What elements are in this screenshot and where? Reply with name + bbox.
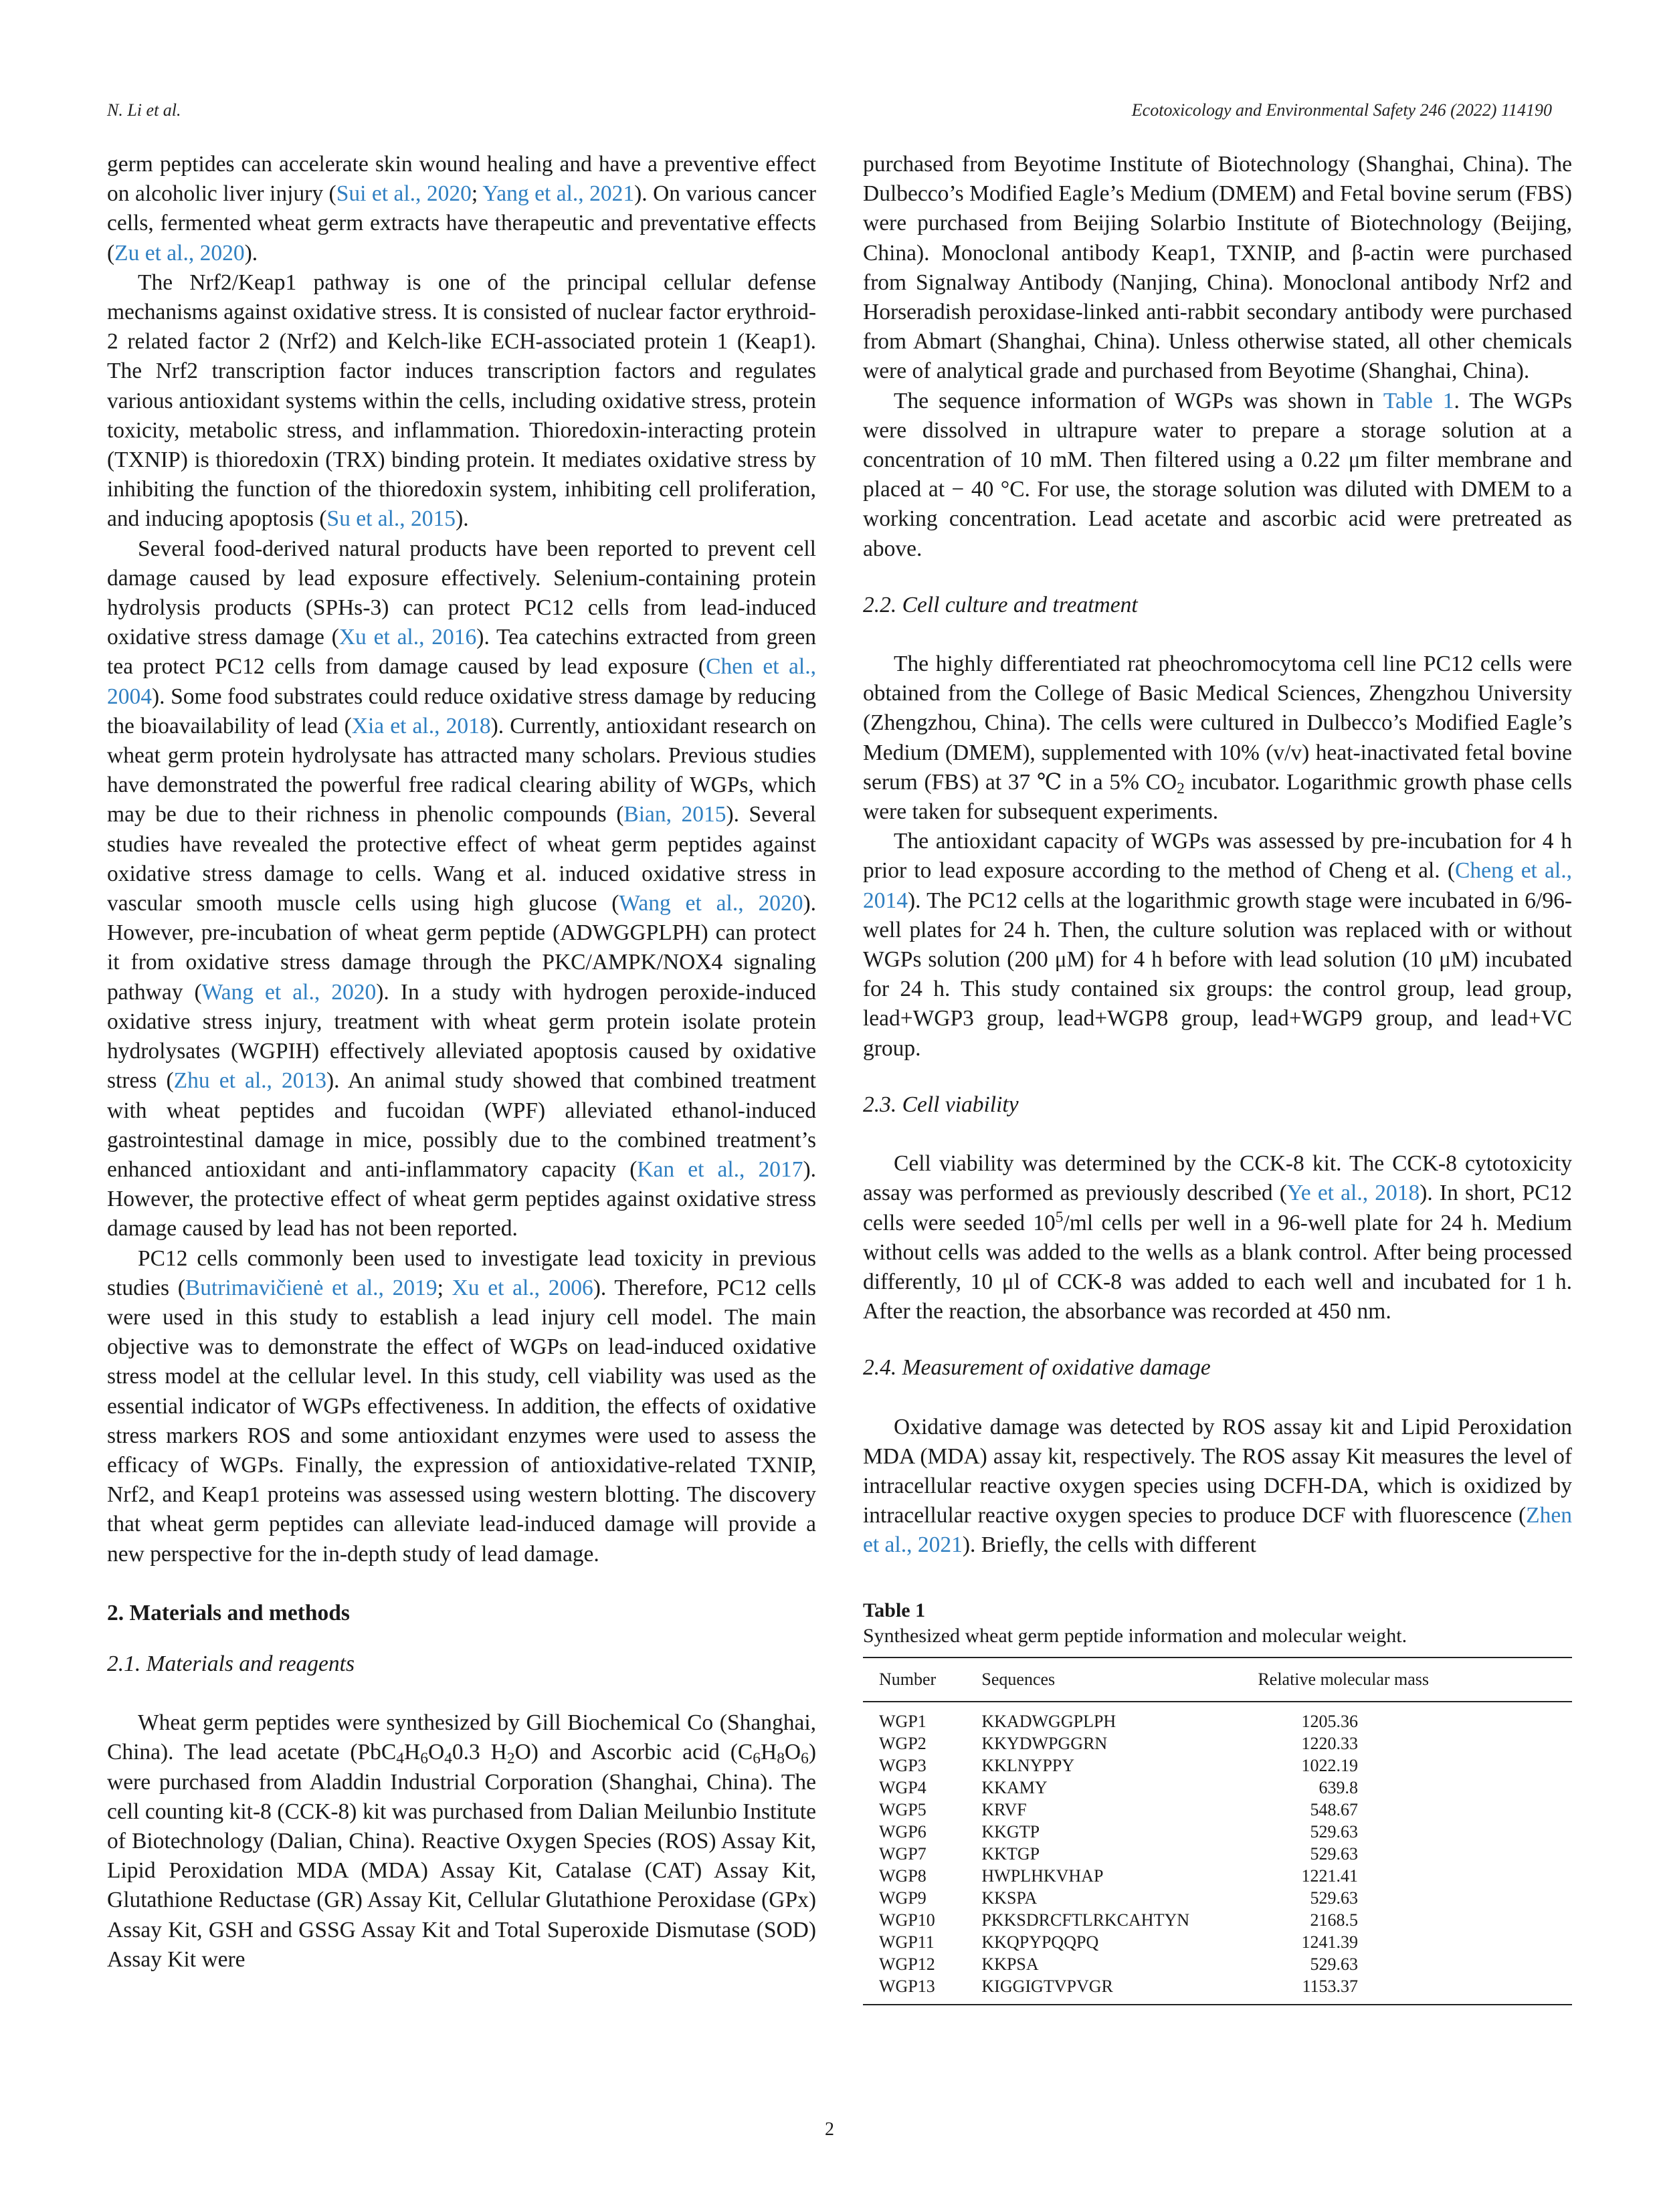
citation-link[interactable]: Butrimavičienė et al., 2019	[185, 1275, 437, 1300]
table-row: WGP5 KRVF 548.67	[863, 1799, 1572, 1821]
citation-link[interactable]: Sui et al., 2020	[336, 181, 472, 207]
citation-link[interactable]: Yang et al., 2021	[482, 181, 635, 207]
citation-link[interactable]: Bian, 2015	[623, 802, 726, 827]
table-row: WGP11 KKQPYPQQPQ 1241.39	[863, 1931, 1572, 1953]
table-row: WGP6 KKGTP 529.63	[863, 1821, 1572, 1843]
subsection-heading-oxidative-damage: 2.4. Measurement of oxidative damage	[863, 1355, 1211, 1381]
citation-link[interactable]: Wang et al., 2020	[619, 891, 803, 916]
right-column: purchased from Beyotime Institute of Bio…	[863, 150, 1572, 2005]
running-header-journal: Ecotoxicology and Environmental Safety 2…	[1131, 100, 1552, 120]
sequence-cell: KRVF	[981, 1799, 1027, 1819]
citation-link[interactable]: Xu et al., 2016	[338, 625, 477, 650]
paragraph-intro-continued: germ peptides can accelerate skin wound …	[107, 152, 816, 266]
paragraph-antioxidant-capacity: The antioxidant capacity of WGPs was ass…	[863, 829, 1572, 1061]
mass-cell: 1220.33	[1301, 1733, 1359, 1753]
number-cell: WGP2	[879, 1733, 926, 1753]
table-row: WGP4 KKAMY 639.8	[863, 1777, 1572, 1799]
table-row: WGP8 HWPLHKVHAP 1221.41	[863, 1865, 1572, 1887]
subsection-heading-cell-viability: 2.3. Cell viability	[863, 1092, 1019, 1117]
subsection-heading-cell-culture: 2.2. Cell culture and treatment	[863, 592, 1138, 617]
sequence-cell: KKLNYPPY	[981, 1755, 1075, 1775]
table-header-row: Number Sequences Relative molecular mass	[863, 1656, 1572, 1702]
citation-link[interactable]: Zu et al., 2020	[114, 240, 245, 266]
column-header-number: Number	[863, 1656, 966, 1702]
paragraph-materials-continued: purchased from Beyotime Institute of Bio…	[863, 152, 1572, 384]
citation-link[interactable]: Cheng et al., 2014	[863, 858, 1572, 913]
number-cell: WGP12	[879, 1954, 935, 1974]
sequence-cell: KKGTP	[981, 1821, 1040, 1841]
citation-link[interactable]: Kan et al., 2017	[637, 1157, 803, 1182]
mass-cell: 1241.39	[1301, 1932, 1359, 1952]
citation-link[interactable]: Su et al., 2015	[326, 506, 456, 532]
table-row: WGP7 KKTGP 529.63	[863, 1843, 1572, 1865]
paragraph-materials: Wheat germ peptides were synthesized by …	[107, 1710, 816, 1972]
citation-link[interactable]: Wang et al., 2020	[201, 979, 377, 1005]
number-cell: WGP1	[879, 1711, 926, 1731]
mass-cell: 1022.19	[1301, 1755, 1359, 1775]
table-row: WGP9 KKSPA 529.63	[863, 1887, 1572, 1909]
mass-cell: 639.8	[1319, 1777, 1359, 1797]
paragraph-food-derived-products: Several food-derived natural products ha…	[107, 536, 816, 1241]
number-cell: WGP5	[879, 1799, 926, 1819]
table-reference-link[interactable]: Table 1	[1383, 388, 1454, 413]
citation-link[interactable]: Xia et al., 2018	[351, 713, 491, 738]
citation-link[interactable]: Ye et al., 2018	[1286, 1181, 1420, 1206]
mass-cell: 2168.5	[1310, 1910, 1359, 1930]
mass-cell: 1153.37	[1242, 1975, 1572, 2005]
sequence-cell: KKAMY	[981, 1777, 1048, 1797]
number-cell: WGP8	[879, 1866, 926, 1886]
running-header-authors: N. Li et al.	[107, 100, 181, 120]
table-row: WGP1 KKADWGGPLPH 1205.36	[863, 1702, 1572, 1732]
table-row: WGP10 PKKSDRCFTLRKCAHTYN 2168.5	[863, 1909, 1572, 1931]
paragraph-cell-viability: Cell viability was determined by the CCK…	[863, 1151, 1572, 1324]
mass-cell: 1221.41	[1301, 1866, 1359, 1886]
number-cell: WGP3	[879, 1755, 926, 1775]
sequence-cell: KKYDWPGGRN	[981, 1733, 1108, 1753]
sequence-cell: HWPLHKVHAP	[981, 1866, 1104, 1886]
mass-cell: 1205.36	[1301, 1711, 1359, 1731]
sequence-cell: KIGGIGTVPVGR	[965, 1975, 1242, 2005]
sequence-cell: KKSPA	[981, 1888, 1038, 1908]
subsection-heading-materials-reagents: 2.1. Materials and reagents	[107, 1651, 355, 1676]
number-cell: WGP10	[879, 1910, 935, 1930]
mass-cell: 529.63	[1310, 1821, 1359, 1841]
citation-link[interactable]: Zhen et al., 2021	[863, 1503, 1572, 1558]
paragraph-pc12-cells: PC12 cells commonly been used to investi…	[107, 1245, 816, 1567]
number-cell: WGP6	[879, 1821, 926, 1841]
paragraph-nrf2-keap1: The Nrf2/Keap1 pathway is one of the pri…	[107, 270, 816, 532]
paragraph-wgp-sequence: The sequence information of WGPs was sho…	[863, 388, 1572, 561]
sequence-cell: KKQPYPQQPQ	[981, 1932, 1099, 1952]
column-header-mass: Relative molecular mass	[1242, 1656, 1572, 1702]
number-cell: WGP4	[879, 1777, 926, 1797]
mass-cell: 529.63	[1310, 1843, 1359, 1864]
number-cell: WGP11	[879, 1932, 935, 1952]
citation-link[interactable]: Xu et al., 2006	[452, 1275, 593, 1300]
peptide-table: Number Sequences Relative molecular mass…	[863, 1656, 1572, 2005]
citation-link[interactable]: Chen et al., 2004	[107, 654, 816, 709]
number-cell: WGP9	[879, 1888, 926, 1908]
paragraph-cell-culture: The highly differentiated rat pheochromo…	[863, 651, 1572, 825]
table-row: WGP12 KKPSA 529.63	[863, 1953, 1572, 1975]
page-number: 2	[825, 2119, 834, 2140]
section-heading-materials-methods: 2. Materials and methods	[107, 1600, 350, 1625]
table-title: Table 1	[863, 1599, 926, 1621]
sequence-cell: KKPSA	[981, 1954, 1039, 1974]
column-header-sequences: Sequences	[965, 1656, 1242, 1702]
number-cell: WGP7	[879, 1843, 926, 1864]
table-row: WGP3 KKLNYPPY 1022.19	[863, 1754, 1572, 1777]
citation-link[interactable]: Zhu et al., 2013	[173, 1068, 326, 1094]
mass-cell: 529.63	[1310, 1954, 1359, 1974]
paragraph-oxidative-damage: Oxidative damage was detected by ROS ass…	[863, 1414, 1572, 1558]
sequence-cell: KKTGP	[981, 1843, 1040, 1864]
number-cell: WGP13	[863, 1975, 966, 2005]
table-row: WGP2 KKYDWPGGRN 1220.33	[863, 1732, 1572, 1754]
sequence-cell: KKADWGGPLPH	[981, 1711, 1116, 1731]
left-column: germ peptides can accelerate skin wound …	[107, 150, 816, 1975]
table-caption: Synthesized wheat germ peptide informati…	[863, 1624, 1407, 1647]
mass-cell: 529.63	[1310, 1888, 1359, 1908]
mass-cell: 548.67	[1310, 1799, 1359, 1819]
sequence-cell: PKKSDRCFTLRKCAHTYN	[981, 1910, 1190, 1930]
